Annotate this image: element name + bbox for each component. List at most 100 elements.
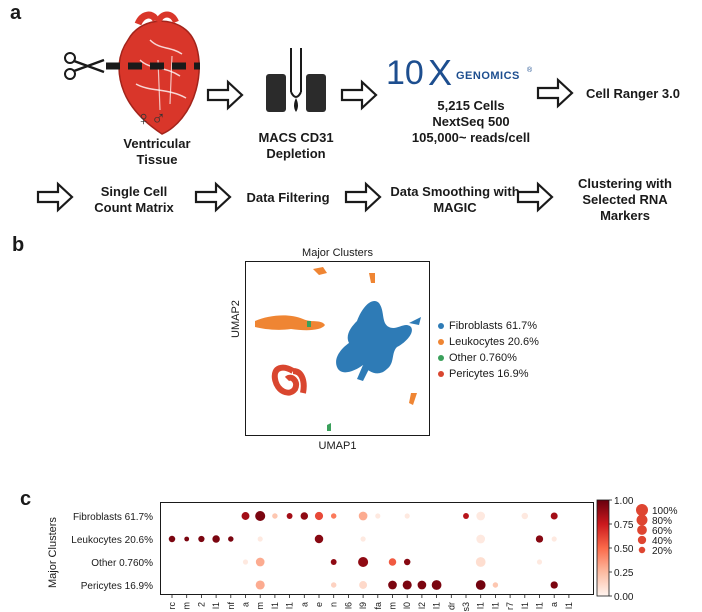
gene-label: n [329, 602, 339, 607]
colorbar-label: 0.25 [614, 568, 634, 579]
legend-marker [438, 371, 444, 378]
dot [417, 580, 427, 590]
row-label: Leukocytes 20.6% [71, 535, 153, 546]
gene-label: l1 [476, 602, 486, 609]
cells-label: 5,215 Cells [437, 98, 505, 113]
logo-word: GENOMICS [456, 70, 520, 82]
colorbar-label: 0.00 [614, 592, 634, 603]
legend-label: Pericytes 16.9% [449, 368, 529, 380]
dot [257, 536, 263, 542]
dot [463, 513, 469, 519]
panel-c-letter: c [20, 488, 32, 510]
gene-label: l1 [432, 602, 442, 609]
gene-label: l2 [417, 602, 427, 609]
dot [272, 513, 278, 519]
dot [330, 513, 337, 519]
legend-item-leukocytes: Leukocytes 20.6% [438, 336, 539, 352]
tissue-label: Ventricular Tissue [123, 136, 191, 167]
gene-label: l1 [564, 602, 574, 609]
legend-label: Fibroblasts 61.7% [449, 320, 538, 332]
gene-label: l9 [358, 602, 368, 609]
legend-marker [438, 339, 444, 346]
size-legend-dot [637, 535, 647, 545]
dot [228, 536, 234, 542]
dot [168, 535, 176, 543]
gene-label: rc [167, 602, 177, 610]
dot [476, 511, 486, 521]
dot [403, 558, 411, 566]
dot [358, 556, 369, 568]
dot [184, 536, 190, 542]
gene-label: l1 [285, 602, 295, 609]
gene-label: a [549, 602, 559, 607]
data-filtering-label: Data Filtering [246, 190, 330, 205]
panel-a-letter: a [10, 2, 22, 24]
dot [330, 559, 337, 565]
logo-reg: ® [527, 67, 533, 74]
dot [241, 512, 250, 520]
arrow-2 [340, 80, 378, 110]
reads-label: 105,000~ reads/cell [411, 130, 531, 145]
gene-label: a [241, 602, 251, 607]
scissors-icon [64, 52, 105, 80]
arrow-4 [36, 182, 74, 212]
legend-label: Other 0.760% [449, 352, 517, 364]
dot [359, 581, 368, 589]
dot [551, 536, 557, 542]
colorbar-label: 1.00 [614, 496, 634, 507]
gene-label: l0 [402, 602, 412, 609]
panel-b-letter: b [12, 234, 25, 256]
arrow-1 [206, 80, 244, 110]
dot [388, 580, 397, 590]
cluster-pericytes [271, 364, 307, 396]
gene-label: l1 [520, 602, 530, 609]
legend-marker [438, 323, 444, 330]
umap-title: Major Clusters [302, 247, 373, 259]
dot [314, 511, 324, 521]
dot [255, 580, 265, 590]
gene-label: 2 [196, 602, 206, 607]
count-matrix-label: Single Cell Count Matrix [94, 184, 174, 215]
macs-label: MACS CD31 Depletion [258, 130, 334, 161]
cellranger-label: Cell Ranger 3.0 [586, 86, 680, 101]
size-legend-label: 60% [652, 526, 672, 537]
arrow-6 [344, 182, 382, 212]
size-legend-label: 40% [652, 536, 672, 547]
dot [255, 557, 265, 567]
size-legend-dot [636, 514, 648, 526]
10x-genomics-logo: 10 X GENOMICS ® [386, 52, 536, 94]
dotplot-ylabel: Major Clusters [47, 517, 59, 588]
size-legend-label: 100% [652, 506, 678, 517]
size-legend-dot [637, 525, 647, 535]
dotplot-chart: Fibroblasts 61.7%Leukocytes 20.6%Other 0… [71, 496, 678, 612]
dot [286, 513, 293, 519]
gene-label: m [255, 602, 265, 610]
row-label: Fibroblasts 61.7% [73, 512, 153, 523]
dot [550, 581, 558, 589]
dot [255, 510, 266, 522]
gene-label: m [388, 602, 398, 610]
dot [314, 534, 324, 544]
dot [475, 557, 486, 567]
data-smoothing-label: Data Smoothing with MAGIC [390, 184, 520, 215]
dot [330, 582, 337, 588]
dot [521, 512, 529, 520]
size-legend-dot [636, 504, 648, 516]
workflow-diagram [36, 11, 574, 212]
arrow-5 [194, 182, 232, 212]
arrow-7 [516, 182, 554, 212]
gene-label: r7 [505, 602, 515, 610]
sex-symbols: ♀♂ [136, 108, 166, 130]
gene-label: m [182, 602, 192, 610]
legend-marker [438, 355, 444, 362]
dot [404, 513, 410, 519]
legend-item-fibroblasts: Fibroblasts 61.7% [438, 320, 539, 336]
umap-frame [245, 261, 430, 436]
size-legend-label: 20% [652, 546, 672, 557]
umap-legend: Fibroblasts 61.7% Leukocytes 20.6% Other… [438, 320, 539, 384]
dot [375, 513, 381, 519]
gene-label: dr [446, 602, 456, 610]
dot [242, 559, 249, 565]
gene-label: a [299, 602, 309, 607]
dot [431, 580, 442, 590]
